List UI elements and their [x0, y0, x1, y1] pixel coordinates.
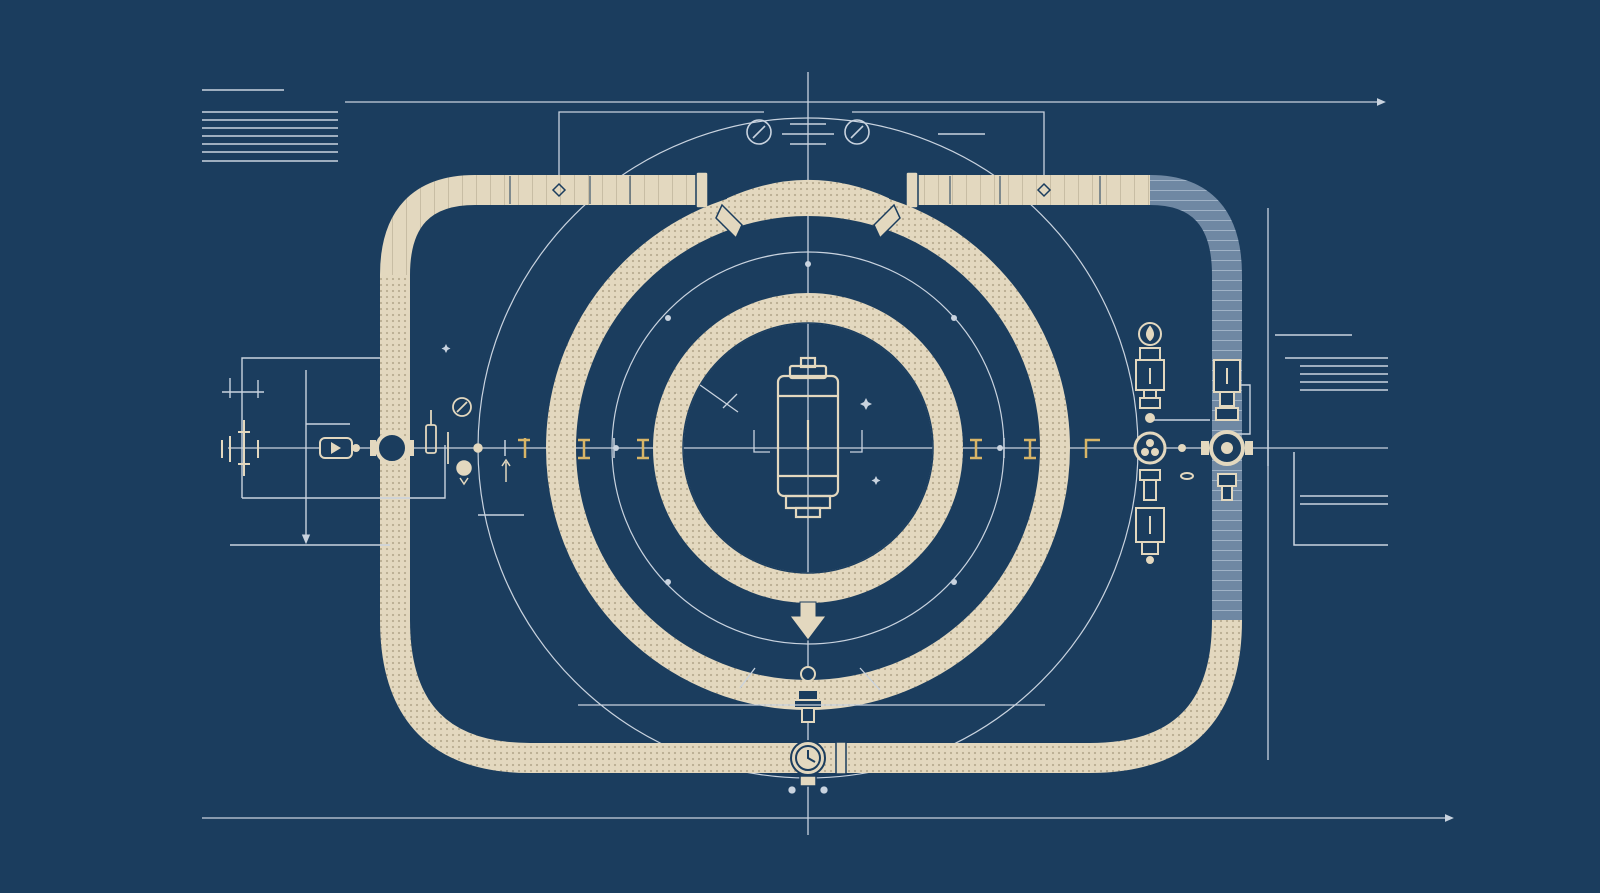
- gold-markers: [518, 438, 1100, 460]
- bottom-valve-stack: [793, 666, 823, 723]
- right-circuit: [1150, 384, 1269, 466]
- note-lines-right: [1275, 334, 1388, 546]
- outer-pipe: [380, 175, 706, 276]
- inner-ring-edge: [682, 322, 934, 574]
- top-bars: [782, 123, 985, 145]
- cylinder-tank-icon: [776, 356, 840, 519]
- sparkle-markers: [441, 344, 881, 485]
- check-icon: [425, 397, 472, 464]
- note-lines-top-left: [202, 89, 338, 162]
- gauge-icon: [844, 119, 870, 145]
- pipe-flanges: [695, 171, 919, 209]
- left-valve-icon: [221, 420, 259, 476]
- gate-valve-icon: [1201, 359, 1253, 501]
- center-ticks: [699, 384, 863, 453]
- flow-meter-icon: [370, 431, 414, 465]
- top-arc-band: [726, 180, 890, 226]
- droplet-icon: [1138, 322, 1162, 346]
- bottom-ticks: [578, 667, 1045, 794]
- clock-valve-icon: [790, 740, 847, 787]
- down-arrow-icon: [789, 601, 827, 641]
- top-connectors: [558, 111, 1045, 175]
- left-small-marks: [456, 443, 511, 486]
- valve-icon: [1135, 347, 1165, 423]
- pump-icon: [319, 437, 360, 459]
- diamond-marker-icon: [551, 182, 1052, 198]
- outer-pipe-blue: [1149, 175, 1242, 620]
- motor-icon: [1133, 431, 1186, 465]
- left-circuit: [222, 357, 524, 546]
- pipe-outline: [509, 176, 1101, 204]
- inner-ring: [653, 293, 963, 603]
- outer-pipe-lower: [380, 275, 1242, 773]
- center-line-ticks: [504, 438, 1005, 458]
- valve-icon: [1135, 469, 1194, 564]
- gauge-icon: [746, 119, 772, 145]
- arc-clamp-icon: [715, 203, 901, 240]
